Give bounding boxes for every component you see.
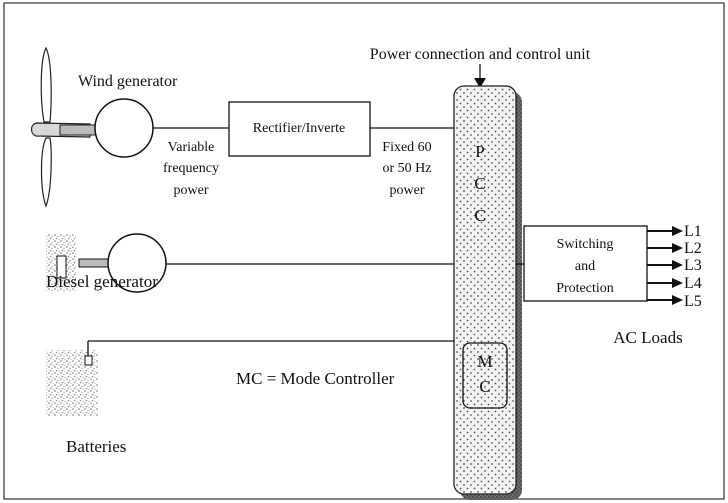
pcc-unit-label: Power connection and control unit [370,46,591,63]
load-l5: L5 [684,293,702,310]
diesel-shaft [79,259,109,267]
variable-freq-line2: frequency [163,161,219,176]
fixed-freq-line2: or 50 Hz [383,161,432,176]
pcc-bar [454,86,516,494]
fixed-freq-line3: power [390,183,425,198]
batteries-label: Batteries [66,437,126,456]
mc-letter-m: M [477,352,492,371]
switching-line2: and [575,259,595,274]
load-l4: L4 [684,275,702,292]
load-l1: L1 [684,223,702,240]
variable-freq-line3: power [174,183,209,198]
pcc-letter-c1: C [474,174,485,193]
switching-line1: Switching [557,237,614,252]
ac-loads-label: AC Loads [613,328,682,347]
load-l3: L3 [684,257,702,274]
pcc-letter-c2: C [474,206,485,225]
fixed-freq-line1: Fixed 60 [382,140,431,155]
variable-freq-line1: Variable [168,140,215,155]
rectifier-label: Rectifier/Inverte [253,121,346,136]
switching-line3: Protection [556,281,614,296]
diesel-generator-label: Diesel generator [46,272,158,291]
mc-letter-c: C [479,377,490,396]
wind-generator-circle [95,99,153,157]
mc-legend: MC = Mode Controller [236,369,395,388]
load-l2: L2 [684,240,702,257]
pcc-letter-p: P [475,142,484,161]
wind-generator-label: Wind generator [78,73,178,90]
battery-terminal [85,356,92,365]
